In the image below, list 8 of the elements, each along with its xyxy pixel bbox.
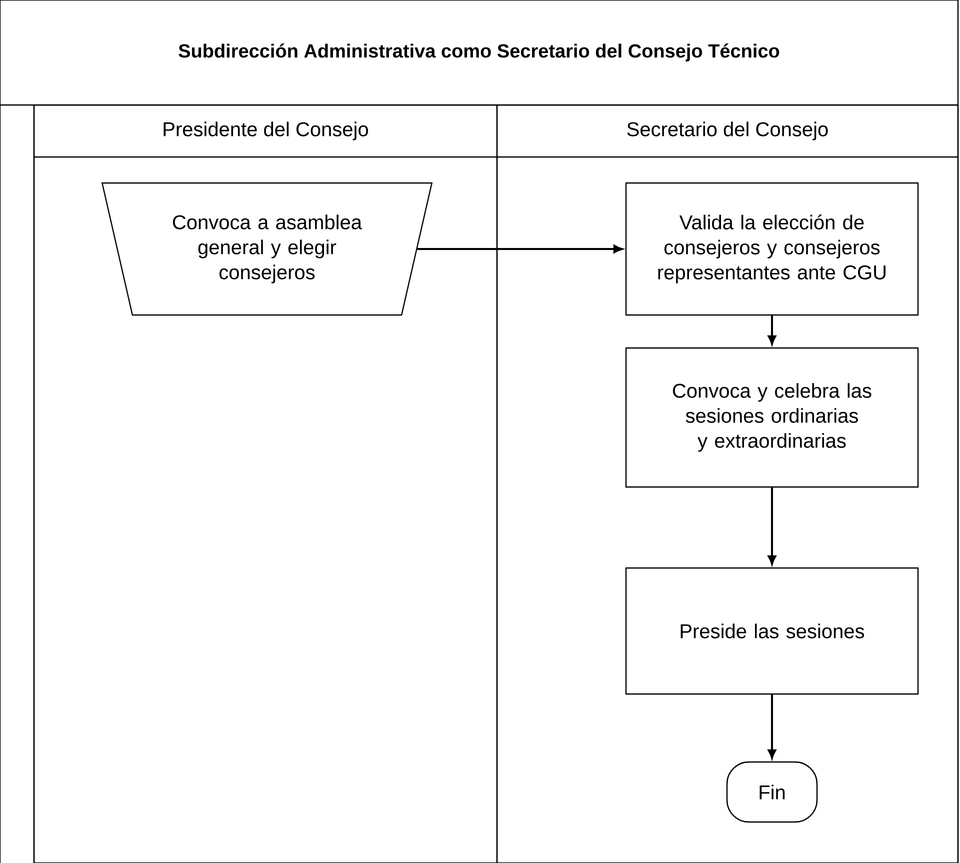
arrow	[768, 316, 776, 345]
terminator: Fin	[726, 761, 818, 823]
arrow	[768, 488, 776, 565]
arrow	[768, 694, 776, 759]
process-box: Convoca y celebra las sesiones ordinarias y extraordinarias	[625, 347, 919, 488]
process-box: Preside las sesiones	[625, 567, 919, 695]
arrow	[417, 244, 623, 254]
process-box: Valida la elección de consejeros y consejeros representantes ante CGU	[625, 182, 919, 316]
